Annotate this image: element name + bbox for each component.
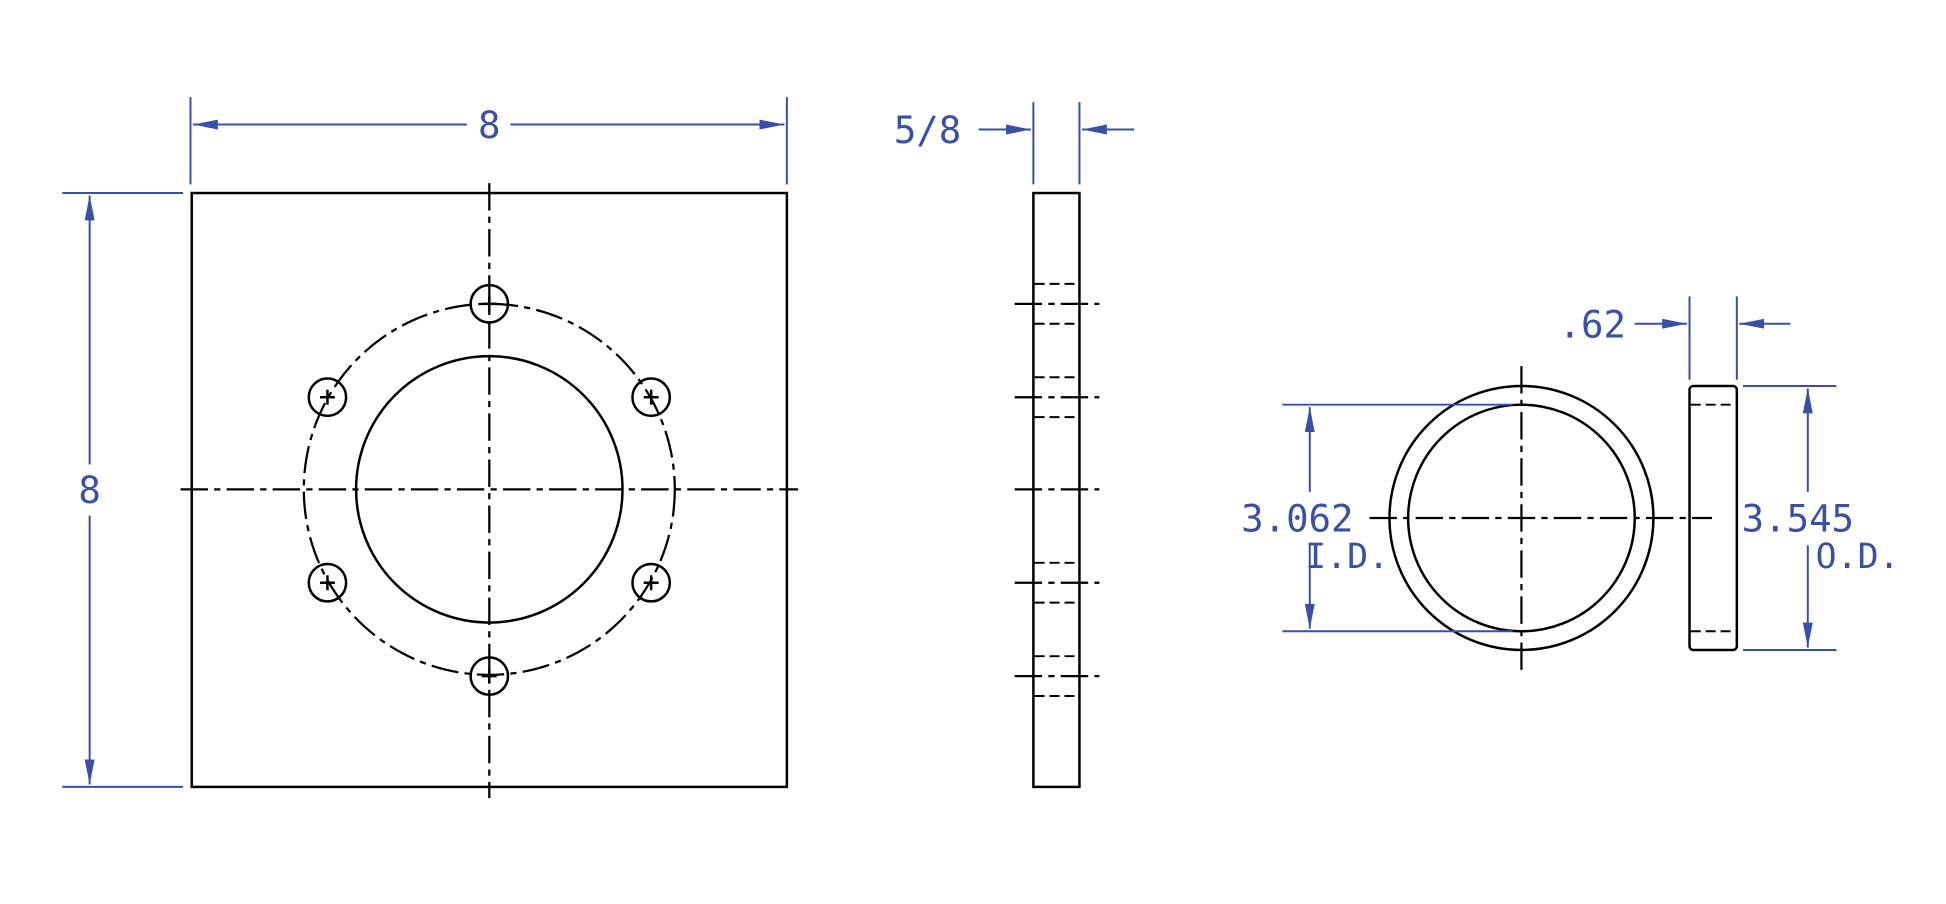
- bolt-hole: [307, 377, 348, 418]
- bolt-hole: [469, 656, 510, 697]
- front-view: [180, 183, 799, 799]
- ring-front-view: [1369, 366, 1712, 673]
- side-view: [1014, 191, 1100, 789]
- inner-diameter-label: I.D.: [1305, 537, 1389, 577]
- bolt-hole: [631, 377, 672, 418]
- front-width-dimension: 8: [189, 97, 788, 185]
- outer-diameter-label: O.D.: [1816, 537, 1900, 577]
- outer-diameter-value: 3.545: [1742, 497, 1854, 541]
- inner-diameter-value: 3.062: [1241, 497, 1353, 541]
- height-label: 8: [78, 468, 100, 512]
- side-thickness-dimension: 5/8: [894, 102, 1135, 185]
- ring-thickness-dimension: .62: [1559, 296, 1791, 380]
- ring-thickness-label: .62: [1559, 302, 1626, 346]
- bolt-holes: [307, 283, 672, 697]
- front-height-dimension: 8: [62, 192, 184, 788]
- ring-side-outline: [1688, 384, 1739, 652]
- outer-diameter-dimension: 3.545 O.D.: [1742, 385, 1900, 651]
- ring-side-view: [1688, 384, 1739, 652]
- bolt-hole: [307, 562, 348, 603]
- bolt-hole: [469, 283, 510, 324]
- thickness-label: 5/8: [894, 108, 961, 152]
- width-label: 8: [478, 103, 500, 147]
- center-bore: [354, 354, 624, 624]
- inner-diameter-dimension: 3.062 I.D.: [1241, 403, 1513, 633]
- bolt-hole: [631, 562, 672, 603]
